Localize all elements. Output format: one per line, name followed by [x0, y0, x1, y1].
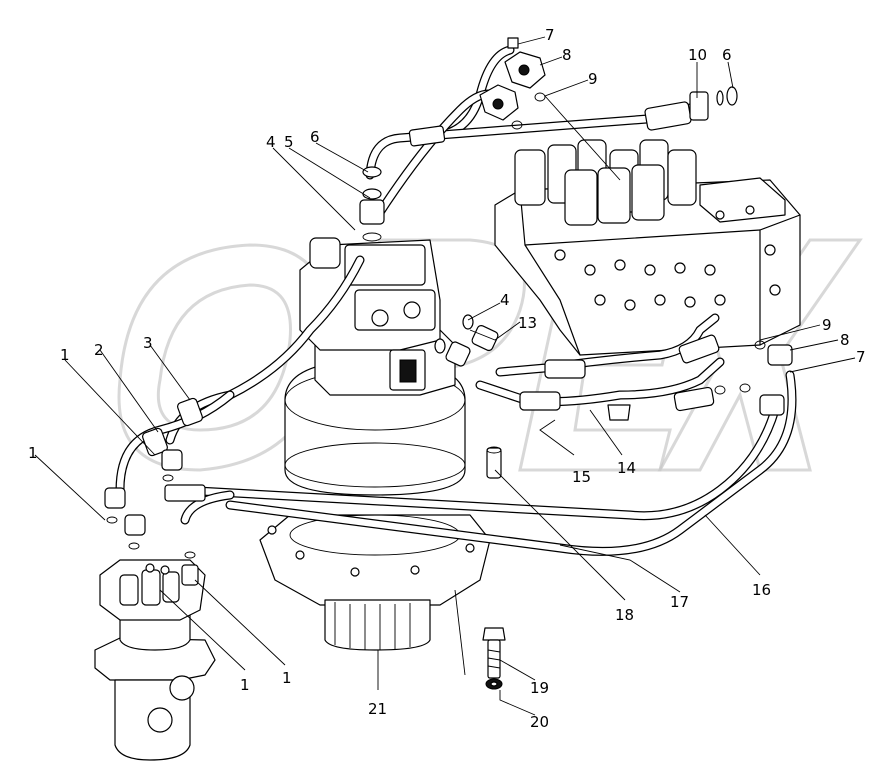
callout-8: 8	[840, 331, 850, 349]
bolt-19	[482, 627, 506, 679]
callout-1: 1	[60, 346, 70, 364]
hoses-14-15	[475, 313, 725, 421]
callout-13: 13	[518, 314, 537, 332]
side-fittings	[434, 314, 499, 367]
callout-1: 1	[240, 676, 250, 694]
center-swivel-joint	[94, 559, 216, 761]
callout-2: 2	[94, 341, 104, 359]
callout-10: 10	[688, 46, 707, 64]
callout-20: 20	[530, 713, 549, 731]
callout-16: 16	[752, 581, 771, 599]
callout-6: 6	[722, 46, 732, 64]
motor-top-fittings	[359, 166, 385, 242]
callout-14: 14	[617, 459, 636, 477]
callout-21: 21	[368, 700, 387, 718]
callout-9: 9	[588, 70, 598, 88]
callout-1: 1	[282, 669, 292, 687]
callout-19: 19	[530, 679, 549, 697]
callout-3: 3	[143, 334, 153, 352]
callout-7: 7	[545, 26, 555, 44]
callout-5: 5	[284, 133, 294, 151]
callout-8: 8	[562, 46, 572, 64]
callout-6: 6	[310, 128, 320, 146]
leader-lines	[34, 36, 856, 716]
callout-7: 7	[856, 348, 866, 366]
callout-17: 17	[670, 593, 689, 611]
callout-15: 15	[572, 468, 591, 486]
swing-motor	[259, 237, 491, 651]
long-hoses	[104, 255, 797, 559]
callout-1: 1	[28, 444, 38, 462]
control-valve-block	[494, 139, 801, 356]
callout-18: 18	[615, 606, 634, 624]
callout-9: 9	[822, 316, 832, 334]
callout-4: 4	[500, 291, 510, 309]
pin-18	[486, 446, 502, 479]
callout-4: 4	[266, 133, 276, 151]
top-fittings	[479, 37, 546, 130]
washer-20	[485, 678, 503, 690]
callouts: 7 8 9 10 6 4 5 6 4 13 9 8 7 1 2 3 1 15 1…	[28, 26, 866, 731]
